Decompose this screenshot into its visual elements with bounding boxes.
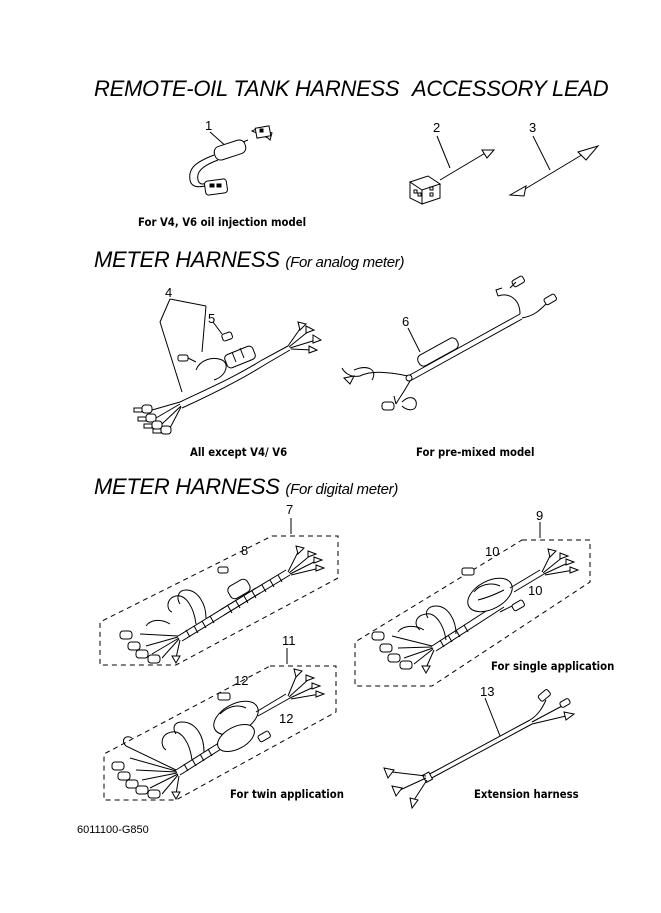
part-number-4: 4 xyxy=(165,285,173,300)
caption-pre-mixed: For pre-mixed model xyxy=(416,445,535,459)
drawing-code: 6011100-G850 xyxy=(77,824,149,836)
part-number-13: 13 xyxy=(480,684,495,699)
analog-title-sub: (For analog meter) xyxy=(285,254,405,271)
digital-meter-harness-title: METER HARNESS (For digital meter) xyxy=(94,474,398,500)
digital-title-sub: (For digital meter) xyxy=(285,481,399,498)
part-number-7: 7 xyxy=(286,502,294,517)
digital-title-main: METER HARNESS xyxy=(94,474,280,499)
part-number-10-upper: 10 xyxy=(485,544,500,559)
part-number-2: 2 xyxy=(433,120,441,135)
part-number-12-upper: 12 xyxy=(234,673,249,688)
part-number-1: 1 xyxy=(205,118,213,133)
digital-harness-box-11 xyxy=(104,648,336,800)
part-number-8: 8 xyxy=(241,543,249,558)
accessory-lead-title: ACCESSORY LEAD xyxy=(412,76,609,101)
part-number-6: 6 xyxy=(402,314,410,329)
analog-meter-harness-title: METER HARNESS (For analog meter) xyxy=(94,247,405,273)
caption-single-application: For single application xyxy=(491,659,615,673)
part-number-10-lower: 10 xyxy=(528,583,543,598)
part-number-9: 9 xyxy=(536,508,544,523)
accessory-lead-wire-drawing xyxy=(510,136,598,196)
digital-harness-box-9 xyxy=(355,522,590,686)
premixed-meter-harness-drawing xyxy=(342,275,557,410)
accessory-lead-coupler-drawing xyxy=(410,136,494,204)
caption-extension-harness: Extension harness xyxy=(474,787,579,801)
caption-all-except: All except V4/ V6 xyxy=(190,445,288,459)
part-number-12-lower: 12 xyxy=(279,711,294,726)
oil-tank-harness-title: REMOTE-OIL TANK HARNESS xyxy=(94,76,400,101)
analog-title-main: METER HARNESS xyxy=(94,247,280,272)
caption-twin-application: For twin application xyxy=(230,787,344,801)
digital-harness-box-7 xyxy=(100,518,338,665)
analog-meter-harness-drawing xyxy=(134,299,321,434)
part-number-11: 11 xyxy=(282,633,296,648)
part-number-5: 5 xyxy=(208,311,216,326)
oil-tank-harness-drawing xyxy=(190,126,272,196)
extension-harness-drawing xyxy=(384,689,574,808)
caption-oil-injection: For V4, V6 oil injection model xyxy=(138,215,307,229)
part-number-3: 3 xyxy=(529,120,537,135)
